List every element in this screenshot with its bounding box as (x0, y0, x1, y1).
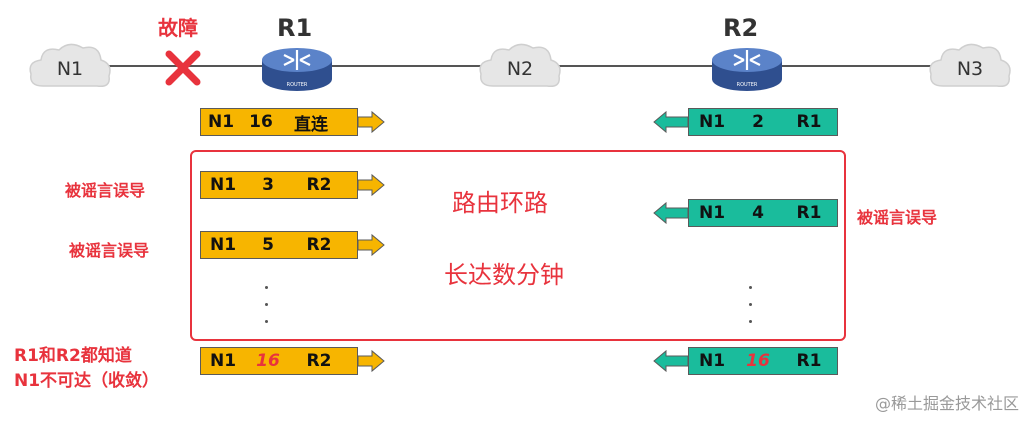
entry-next-hop: R1 (796, 203, 822, 223)
entry-network: N1 (698, 351, 726, 371)
right-arrow-icon (358, 349, 385, 373)
ellipsis-dots-left (265, 286, 271, 337)
network-n3-label: N3 (956, 58, 984, 80)
router-badge: ROUTER (287, 82, 308, 88)
entry-network: N1 (209, 175, 237, 195)
routing-loop-text: 路由环路 (452, 189, 548, 217)
entry-next-hop: R2 (306, 235, 332, 255)
entry-metric: 16 (746, 351, 770, 371)
router-r2-icon: ROUTER (710, 46, 784, 91)
cloud-icon (29, 43, 111, 88)
entry-next-hop: R2 (306, 351, 332, 371)
r2-route-entry-final: N1 16 R1 (652, 346, 838, 376)
entry-network: N1 (207, 112, 235, 132)
entry-network: N1 (698, 203, 726, 223)
router-r1-label: R1 (277, 14, 313, 42)
entry-next-hop: R1 (796, 351, 822, 371)
cloud-icon (479, 43, 561, 88)
network-n1-cloud: N1 (25, 38, 115, 98)
lasts-minutes-text: 长达数分钟 (444, 261, 564, 289)
entry-next-hop: R2 (306, 175, 332, 195)
fault-x-icon (163, 48, 203, 92)
entry-metric: 16 (256, 351, 280, 371)
left-arrow-icon (653, 110, 688, 134)
entry-metric: 4 (752, 203, 764, 223)
router-badge: ROUTER (737, 82, 758, 88)
entry-network: N1 (209, 351, 237, 371)
converge-label-line1: R1和R2都知道 (14, 346, 132, 366)
misled-label-r1-2: 被谣言误导 (69, 241, 150, 260)
right-arrow-icon (358, 173, 385, 197)
entry-metric: 2 (752, 112, 764, 132)
misled-label-r1-1: 被谣言误导 (65, 181, 146, 200)
router-r2-label: R2 (723, 14, 759, 42)
watermark: @稀土掘金技术社区 (874, 394, 1019, 413)
network-n2-label: N2 (506, 58, 534, 80)
r2-route-entry-loop-1: N1 4 R1 (652, 198, 838, 228)
left-arrow-icon (653, 349, 688, 373)
entry-next-hop: R1 (796, 112, 822, 132)
r1-route-entry-final: N1 16 R2 (200, 346, 386, 376)
fault-label: 故障 (158, 16, 198, 40)
r1-route-entry-loop-1: N1 3 R2 (200, 170, 386, 200)
ellipsis-dots-right (749, 286, 755, 337)
left-arrow-icon (653, 201, 688, 225)
right-arrow-icon (358, 233, 385, 257)
network-n1-label: N1 (56, 58, 84, 80)
router-r1-icon: ROUTER (260, 46, 334, 91)
entry-next-hop: 直连 (294, 114, 328, 135)
entry-metric: 5 (262, 235, 274, 255)
r1-route-entry-loop-2: N1 5 R2 (200, 230, 386, 260)
network-n2-cloud: N2 (475, 38, 565, 98)
misled-label-r2: 被谣言误导 (857, 208, 938, 227)
right-arrow-icon (358, 110, 385, 134)
r2-route-entry-initial: N1 2 R1 (652, 107, 838, 137)
routing-loop-box (190, 150, 846, 341)
entry-metric: 3 (262, 175, 274, 195)
entry-network: N1 (209, 235, 237, 255)
r1-route-entry-initial: N1 16 直连 (200, 107, 386, 137)
entry-metric: 16 (249, 112, 273, 132)
network-n3-cloud: N3 (925, 38, 1015, 98)
entry-network: N1 (698, 112, 726, 132)
cloud-icon (929, 43, 1011, 88)
converge-label-line2: N1不可达（收敛） (14, 371, 160, 391)
